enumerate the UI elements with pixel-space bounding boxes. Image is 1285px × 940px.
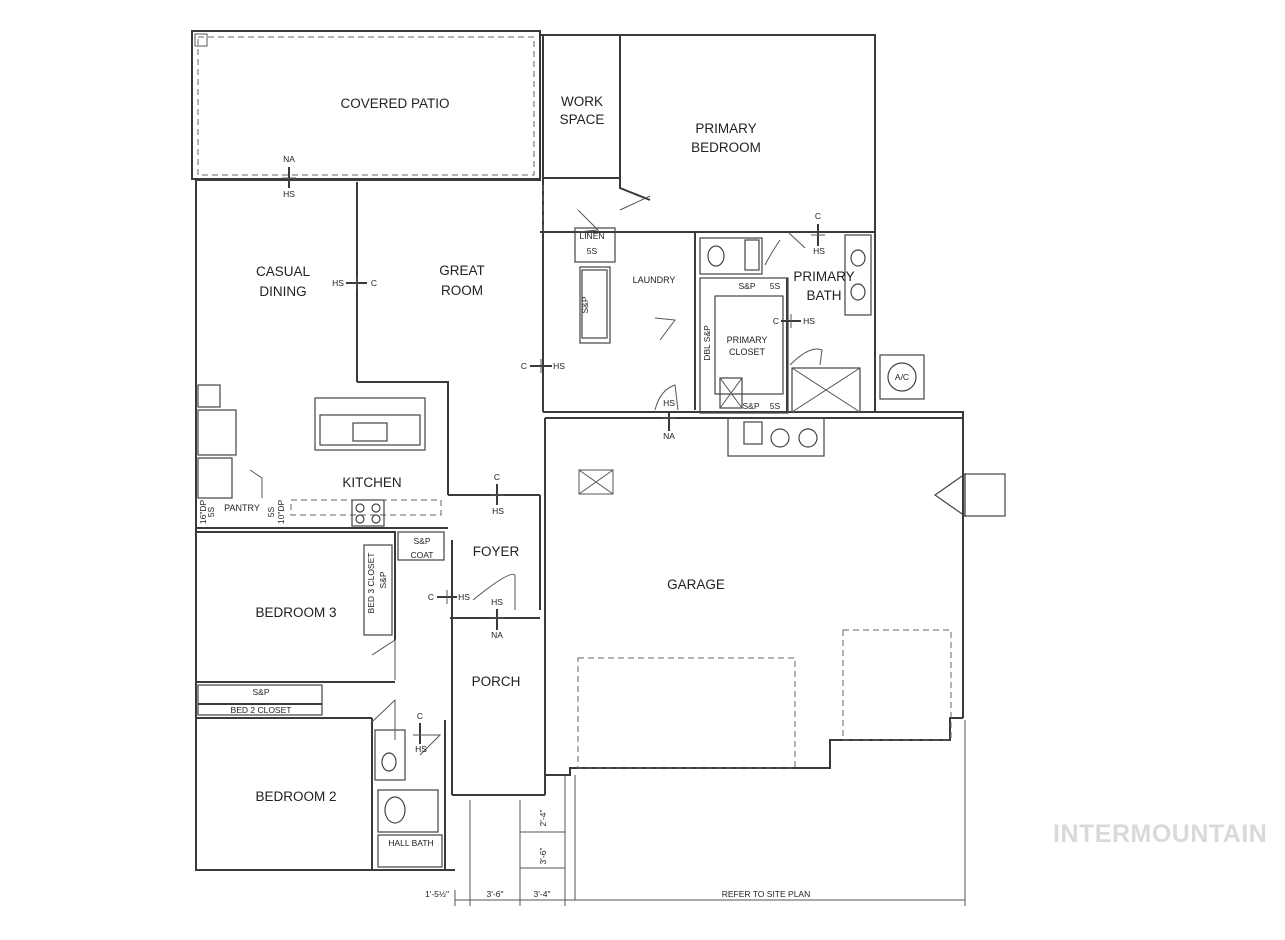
room-primary-closet-1: PRIMARY xyxy=(727,335,768,345)
dim-2-4: 2'-4" xyxy=(538,810,548,827)
label-hs-garage: HS xyxy=(663,398,675,408)
garage-front-wall xyxy=(544,717,963,795)
label-c-bath: C xyxy=(815,211,821,221)
room-laundry: LAUNDRY xyxy=(633,275,676,285)
dim-3-6: 3'-6" xyxy=(487,889,504,899)
label-10dp-5s: 5S xyxy=(266,506,276,517)
north-wall xyxy=(196,34,876,232)
room-great-room-1: GREAT xyxy=(439,263,485,278)
room-casual-dining-2: DINING xyxy=(259,284,306,299)
room-covered-patio: COVERED PATIO xyxy=(340,96,449,111)
room-bed-3-closet: BED 3 CLOSET xyxy=(366,553,376,614)
label-laundry-sp: S&P xyxy=(580,296,590,313)
label-ac: A/C xyxy=(895,372,909,382)
room-garage: GARAGE xyxy=(667,577,725,592)
laundry-fixtures xyxy=(574,227,789,414)
label-linen: LINEN xyxy=(579,231,604,241)
label-16dp-5s: 5S xyxy=(206,506,216,517)
label-na-patio: NA xyxy=(283,154,295,164)
switch-symbols xyxy=(282,167,825,744)
label-hs-bath: HS xyxy=(813,246,825,256)
label-hs-closet: HS xyxy=(803,316,815,326)
west-wall xyxy=(195,180,455,871)
room-casual-dining-1: CASUAL xyxy=(256,264,311,279)
room-work-space-2: SPACE xyxy=(560,112,605,127)
label-na-entry: NA xyxy=(491,630,503,640)
label-hs-foyer-west: HS xyxy=(458,592,470,602)
kitchen-fixtures xyxy=(197,384,426,527)
covered-patio-dash xyxy=(197,36,535,176)
label-dbl-sp: DBL S&P xyxy=(702,325,712,361)
room-kitchen: KITCHEN xyxy=(342,475,401,490)
room-primary-bedroom-1: PRIMARY xyxy=(695,121,756,136)
dim-refer-site-plan: REFER TO SITE PLAN xyxy=(722,889,811,899)
room-hall-bath: HALL BATH xyxy=(388,838,433,848)
room-bedroom-3: BEDROOM 3 xyxy=(255,605,336,620)
label-10dp: 10"DP xyxy=(276,500,286,525)
room-foyer: FOYER xyxy=(473,544,520,559)
room-bedroom-2: BEDROOM 2 xyxy=(255,789,336,804)
label-hs-laundry: HS xyxy=(553,361,565,371)
dim-3-6-vertical: 3'-6" xyxy=(538,848,548,865)
interior-walls xyxy=(196,35,963,870)
room-pantry: PANTRY xyxy=(224,503,260,513)
label-hs-patio: HS xyxy=(283,189,295,199)
hall-bath-fixtures xyxy=(374,729,443,868)
label-bed2-sp: S&P xyxy=(252,687,269,697)
label-coat: COAT xyxy=(411,550,434,560)
dim-3-4: 3'-4" xyxy=(534,889,551,899)
room-porch: PORCH xyxy=(472,674,521,689)
label-closet-5s-bottom: 5S xyxy=(770,401,781,411)
label-closet-sp-top: S&P xyxy=(738,281,755,291)
label-linen-5s: 5S xyxy=(587,246,598,256)
label-coat-sp: S&P xyxy=(413,536,430,546)
room-primary-bath-1: PRIMARY xyxy=(793,269,854,284)
bedroom-closets xyxy=(197,531,445,716)
label-c-closet: C xyxy=(773,316,779,326)
dimension-lines xyxy=(454,720,966,906)
door-swings xyxy=(249,195,823,756)
label-closet-5s-top: 5S xyxy=(770,281,781,291)
east-wall xyxy=(874,232,964,718)
room-primary-closet-2: CLOSET xyxy=(729,347,766,357)
brand-watermark: INTERMOUNTAIN xyxy=(1053,820,1268,848)
label-hs-dining: HS xyxy=(332,278,344,288)
dim-1-5-half: 1'-5½" xyxy=(425,889,449,899)
dashed-features xyxy=(290,185,952,769)
exterior-walls xyxy=(191,30,964,871)
room-work-space-1: WORK xyxy=(561,94,603,109)
primary-bath-fixtures xyxy=(699,234,925,413)
label-bed3-sp: S&P xyxy=(378,571,388,588)
label-na-garage: NA xyxy=(663,431,675,441)
label-hs-foyer: HS xyxy=(492,506,504,516)
label-c-foyer: C xyxy=(494,472,500,482)
garage-fixtures xyxy=(727,417,1006,518)
label-c-laundry: C xyxy=(521,361,527,371)
label-c-foyer-west: C xyxy=(428,592,434,602)
room-primary-bedroom-2: BEDROOM xyxy=(691,140,761,155)
label-closet-sp-bottom: S&P xyxy=(742,401,759,411)
label-c-dining: C xyxy=(371,278,377,288)
label-hs-hall: HS xyxy=(415,744,427,754)
label-c-hall: C xyxy=(417,711,423,721)
patio-post xyxy=(194,33,208,47)
room-great-room-2: ROOM xyxy=(441,283,483,298)
label-hs-entry: HS xyxy=(491,597,503,607)
room-bed-2-closet: BED 2 CLOSET xyxy=(231,705,292,715)
room-primary-bath-2: BATH xyxy=(806,288,841,303)
label-16dp: 16"DP xyxy=(198,500,208,525)
